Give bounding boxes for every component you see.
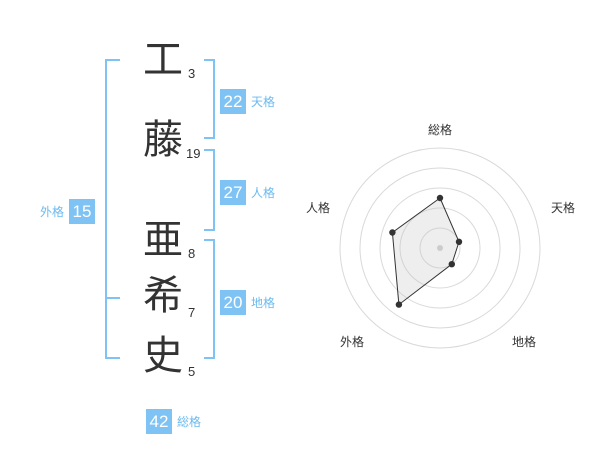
gaikaku-badge: 外格 15 xyxy=(40,199,96,224)
radar-axis-label-1: 天格 xyxy=(551,200,575,215)
stroke-count-3: 8 xyxy=(188,246,196,261)
stroke-count-4: 7 xyxy=(188,305,196,320)
radar-point-4 xyxy=(389,229,396,236)
name-char-2: 藤 xyxy=(143,117,183,163)
chikaku-value: 20 xyxy=(220,290,246,315)
soukaku-label: 総格 xyxy=(177,415,202,429)
radar-area xyxy=(391,197,460,306)
soukaku-badge: 42 総格 xyxy=(146,409,201,434)
radar-ring-1 xyxy=(419,227,461,269)
radar-point-0 xyxy=(436,194,444,202)
radar-point-2 xyxy=(448,261,455,268)
stroke-count-2: 19 xyxy=(186,146,201,161)
radar-point-1 xyxy=(455,238,463,245)
radar-points xyxy=(389,194,463,308)
gaikaku-label: 外格 xyxy=(40,205,65,219)
radar-center-dot xyxy=(437,245,443,251)
jinkaku-badge: 27 人格 xyxy=(220,180,275,205)
name-char-5: 史 xyxy=(143,333,183,379)
name-char-1: 工 xyxy=(143,37,183,83)
radar-ring-4 xyxy=(359,167,521,329)
stroke-count-1: 3 xyxy=(188,66,196,81)
radar-axis-label-2: 地格 xyxy=(512,334,536,349)
tenkaku-bracket xyxy=(204,59,215,139)
radar-axis-label-4: 人格 xyxy=(306,200,330,215)
gaikaku-bracket xyxy=(105,59,120,359)
radar-point-3 xyxy=(395,301,403,308)
soukaku-value: 42 xyxy=(146,409,172,434)
radar-axis-label-0: 総格 xyxy=(428,122,452,137)
stroke-count-5: 5 xyxy=(188,364,196,379)
chikaku-label: 地格 xyxy=(251,296,276,310)
name-char-3: 亜 xyxy=(143,217,183,263)
jinkaku-bracket xyxy=(204,149,215,231)
chikaku-bracket xyxy=(204,239,215,359)
jinkaku-label: 人格 xyxy=(251,186,276,200)
radar-ring-3 xyxy=(379,187,501,309)
tenkaku-label: 天格 xyxy=(251,95,276,109)
jinkaku-value: 27 xyxy=(220,180,246,205)
tenkaku-badge: 22 天格 xyxy=(220,89,275,114)
tenkaku-value: 22 xyxy=(220,89,246,114)
chikaku-badge: 20 地格 xyxy=(220,290,275,315)
radar-ring-2 xyxy=(399,207,481,289)
name-char-4: 希 xyxy=(143,273,183,319)
gaikaku-value: 15 xyxy=(69,199,96,224)
radar-axis-label-3: 外格 xyxy=(340,334,364,349)
